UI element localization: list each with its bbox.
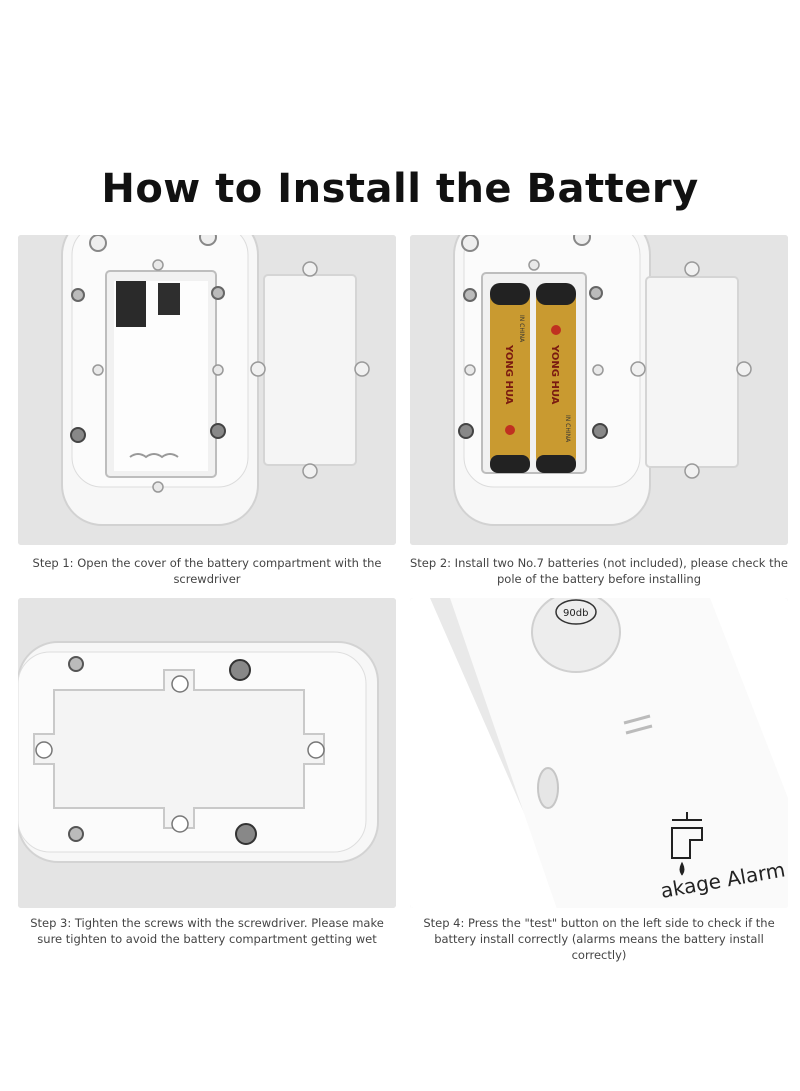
page-title: How to Install the Battery [101, 166, 699, 212]
open-compartment-illustration [18, 235, 396, 545]
test-button [537, 767, 559, 809]
step-4-image: 90db akage Alarm [410, 598, 788, 908]
cover-screwed-illustration [18, 598, 396, 908]
sound-level-label: 90db [563, 608, 588, 619]
step-1-caption: Step 1: Open the cover of the battery co… [32, 556, 382, 586]
battery-brand-label: YONG HUA [503, 344, 514, 405]
step-2-image: YONG HUA YONG HUA IN CHINA IN CHINA [410, 235, 788, 545]
step-2-caption: Step 2: Install two No.7 batteries (not … [410, 556, 788, 586]
device-front-illustration: 90db akage Alarm [410, 598, 788, 908]
battery-brand-label: YONG HUA [549, 344, 560, 405]
step-1-image [18, 235, 396, 545]
step-3-image [18, 598, 396, 908]
step-4-caption: Step 4: Press the "test" button on the l… [423, 916, 775, 962]
faucet-icon [671, 812, 703, 876]
battery-origin-label: IN CHINA [518, 315, 525, 343]
batteries-installed-illustration: YONG HUA YONG HUA IN CHINA IN CHINA [410, 235, 788, 545]
step-3-caption: Step 3: Tighten the screws with the scre… [30, 916, 384, 946]
battery-origin-label: IN CHINA [564, 415, 571, 443]
